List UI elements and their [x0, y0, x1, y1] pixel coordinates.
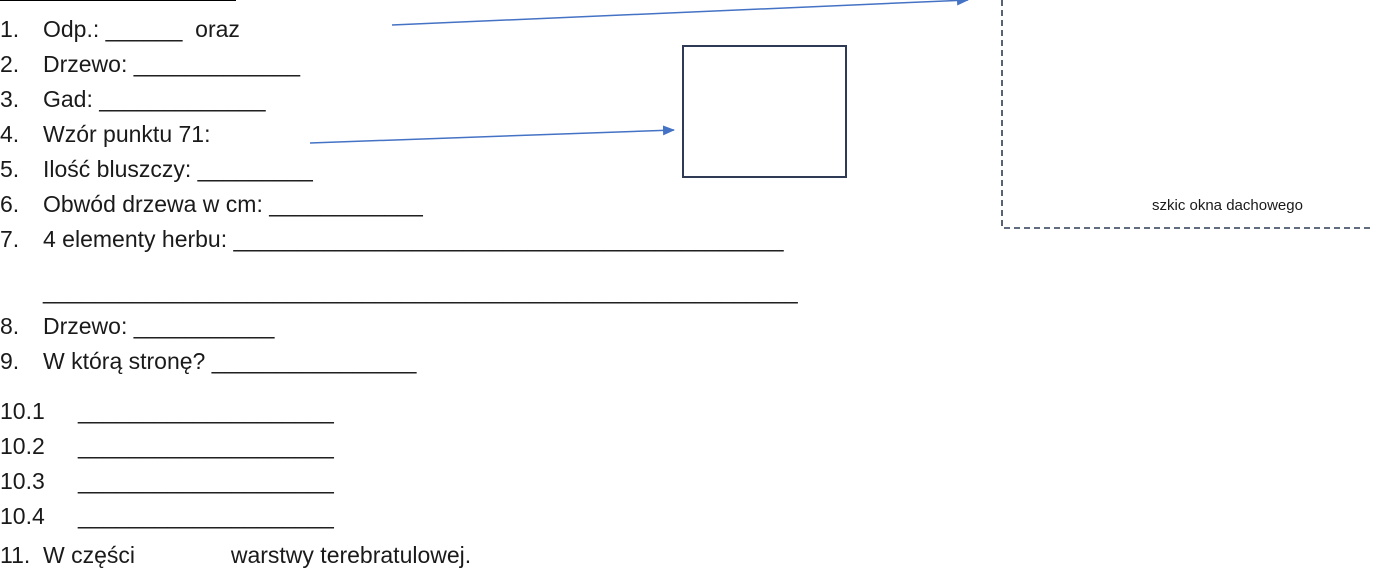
question-text: ____________________: [78, 468, 334, 494]
question-10-1: 10.1 ____________________: [0, 397, 334, 425]
question-text: W którą stronę? ________________: [43, 348, 417, 374]
question-number: 4.: [0, 121, 20, 147]
question-number: 8.: [0, 313, 20, 339]
top-rule: [0, 0, 236, 1]
question-text: Odp.: ______ oraz: [43, 16, 240, 42]
question-text: Drzewo: _____________: [43, 51, 301, 77]
question-10-4: 10.4 ____________________: [0, 502, 334, 530]
question-number: 7.: [0, 226, 20, 252]
sketch-box: [1001, 0, 1373, 229]
question-number: 2.: [0, 51, 20, 77]
question-7: 7. 4 elementy herbu: ____________________…: [0, 225, 784, 253]
question-number: 10.1: [0, 398, 45, 424]
question-6: 6. Obwód drzewa w cm: ____________: [0, 190, 423, 218]
question-number: 3.: [0, 86, 20, 112]
question-text: ________________________________________…: [43, 278, 798, 304]
question-text: Ilość bluszczy: _________: [43, 156, 313, 182]
question-text: ____________________: [78, 433, 334, 459]
question-text: ____________________: [78, 398, 334, 424]
question-number: 9.: [0, 348, 20, 374]
question-number: 1.: [0, 16, 20, 42]
question-4: 4. Wzór punktu 71:: [0, 120, 210, 148]
question-5: 5. Ilość bluszczy: _________: [0, 155, 313, 183]
question-2: 2. Drzewo: _____________: [0, 50, 300, 78]
question-text: ____________________: [78, 503, 334, 529]
arrow-to-sketch-box: [391, 0, 969, 26]
question-text: W części warstwy terebratulowej.: [43, 542, 472, 568]
arrow-to-answer-box: [309, 125, 675, 144]
question-10-2: 10.2 ____________________: [0, 432, 334, 460]
question-text: Wzór punktu 71:: [43, 121, 211, 147]
question-7-continuation: ________________________________________…: [0, 277, 798, 305]
question-11: 11. W części warstwy terebratulowej.: [0, 541, 471, 569]
question-10-3: 10.3 ____________________: [0, 467, 334, 495]
question-text: Drzewo: ___________: [43, 313, 275, 339]
question-number: 10.2: [0, 433, 45, 459]
question-number: 6.: [0, 191, 20, 217]
question-text: Obwód drzewa w cm: ____________: [43, 191, 423, 217]
question-number: 11.: [0, 542, 31, 568]
question-9: 9. W którą stronę? ________________: [0, 347, 416, 375]
question-3: 3. Gad: _____________: [0, 85, 266, 113]
question-number: 5.: [0, 156, 20, 182]
question-number: 10.3: [0, 468, 45, 494]
question-8: 8. Drzewo: ___________: [0, 312, 274, 340]
sketch-box-label: szkic okna dachowego: [1152, 197, 1303, 214]
question-text: 4 elementy herbu: ______________________…: [43, 226, 784, 252]
question-number: 10.4: [0, 503, 45, 529]
answer-box: [682, 45, 847, 178]
question-1: 1. Odp.: ______ oraz: [0, 15, 240, 43]
question-text: Gad: _____________: [43, 86, 266, 112]
